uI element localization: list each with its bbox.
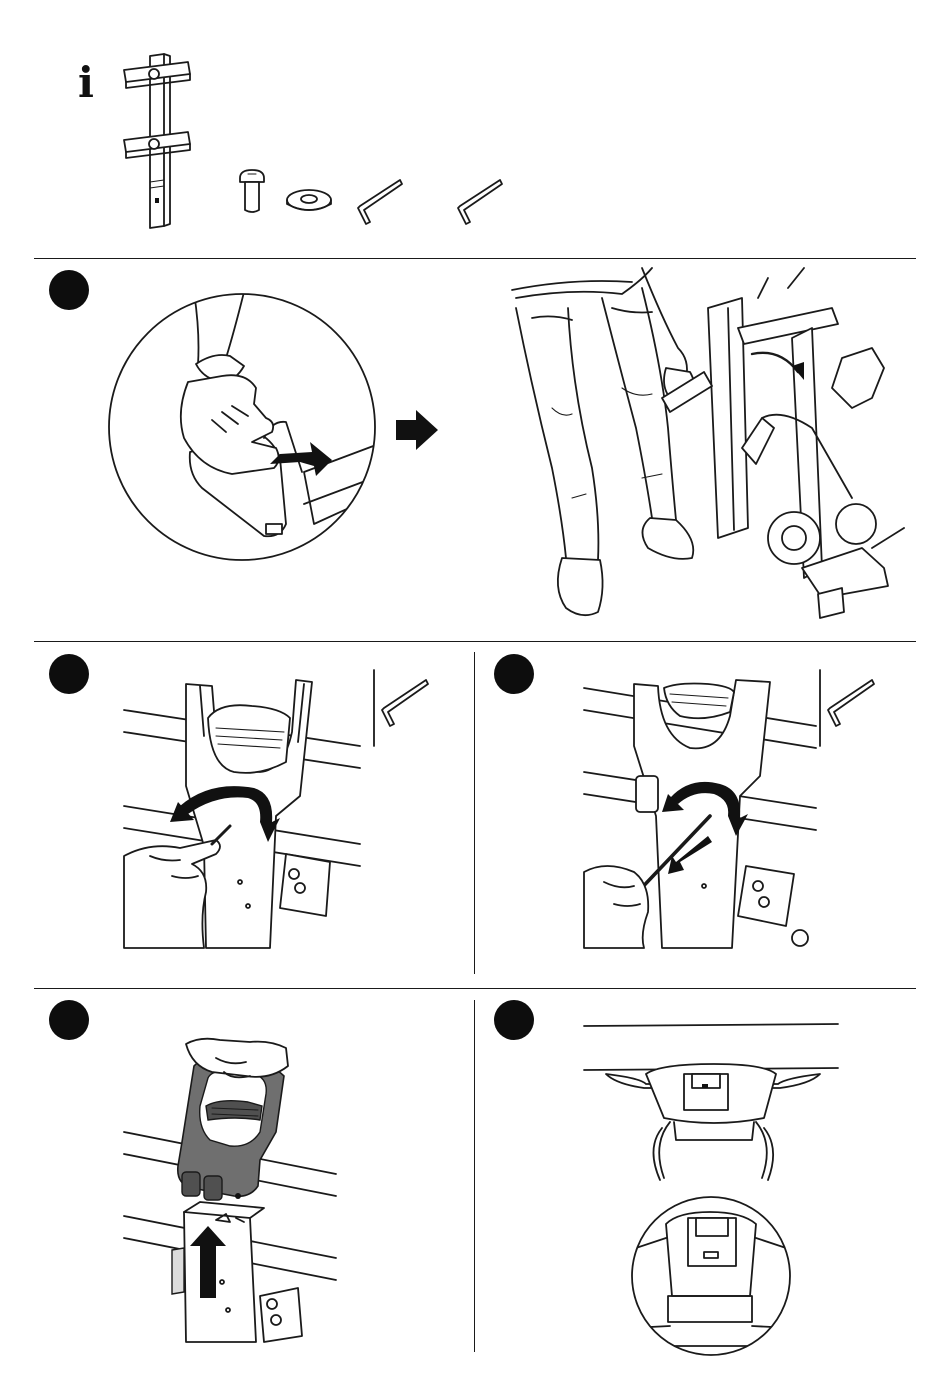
- column-divider: [474, 1000, 475, 1352]
- step-2-badge: [49, 654, 89, 694]
- step-1-badge: [49, 270, 89, 310]
- info-icon: i: [78, 62, 94, 104]
- section-divider: [34, 258, 916, 259]
- person-tilting-rack-illustration: [512, 268, 904, 628]
- telescoping-post-with-mounting-plates-icon: [118, 48, 198, 234]
- bolt-icon: [236, 168, 268, 216]
- hex-key-large-icon: [452, 178, 508, 228]
- hex-key-icon: [820, 670, 880, 750]
- remove-bolt-illustration: [580, 676, 816, 948]
- step-3-badge: [494, 654, 534, 694]
- step-4-badge: [49, 1000, 89, 1040]
- section-divider: [34, 988, 916, 989]
- post-top-view-illustration: [580, 1018, 844, 1192]
- zoom-circle-detail: [630, 1196, 792, 1356]
- lift-handle-off-post-illustration: [120, 1036, 336, 1342]
- washer-icon: [284, 186, 334, 216]
- arrow-right-icon: [396, 410, 438, 450]
- loosen-bolt-illustration: [120, 676, 360, 948]
- step-5-badge: [494, 1000, 534, 1040]
- section-divider: [34, 641, 916, 642]
- zoom-circle-pull-handle: [104, 292, 380, 562]
- hex-key-small-icon: [352, 178, 408, 228]
- hex-key-icon: [374, 670, 434, 750]
- column-divider: [474, 652, 475, 974]
